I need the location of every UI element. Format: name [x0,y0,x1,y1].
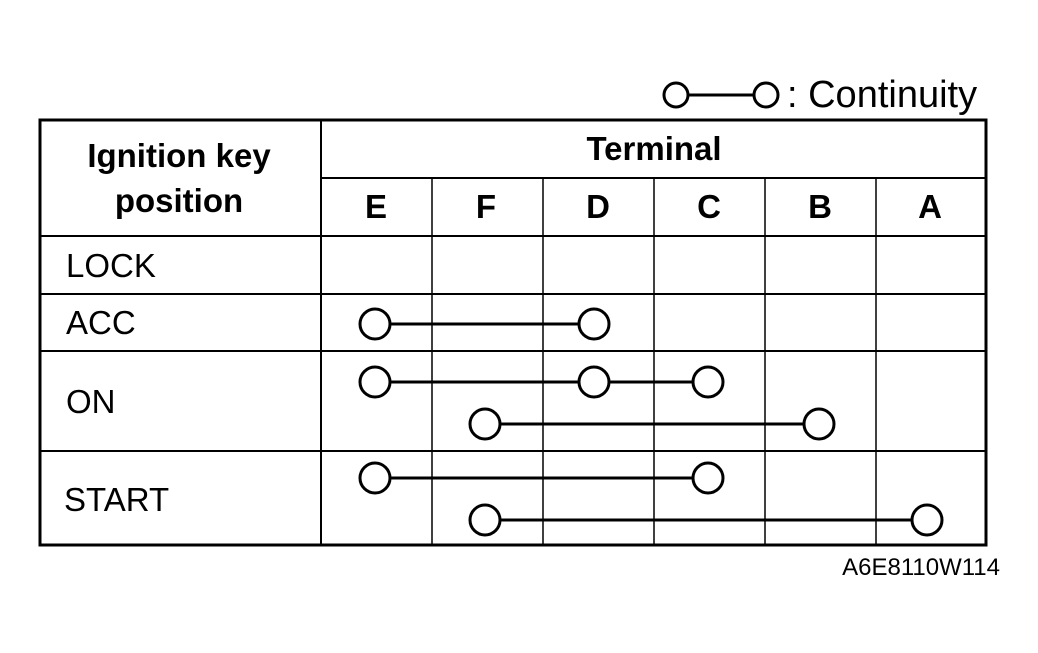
row-header-line-1: Ignition key [87,137,271,174]
row-header-line-2: position [115,182,243,219]
terminal-header-e: E [365,188,387,225]
position-label-acc: ACC [66,304,136,341]
terminal-node-d [577,307,611,341]
position-label-start: START [64,481,169,518]
terminal-node-c [691,365,725,399]
continuity-legend-icon [662,81,780,109]
terminal-node-f [468,503,502,537]
terminal-node-d [577,365,611,399]
terminal-group-header: Terminal [586,130,721,167]
terminal-header-b: B [808,188,832,225]
position-label-on: ON [66,383,116,420]
terminal-node-e [358,307,392,341]
legend: : Continuity [662,74,977,116]
figure-code: A6E8110W114 [842,554,1000,581]
terminal-node-e [358,365,392,399]
terminal-node-c [691,461,725,495]
terminal-header-d: D [586,188,610,225]
continuity-on-fb [468,407,836,441]
legend-label: : Continuity [787,74,977,116]
table-grid [38,118,988,547]
terminal-header-a: A [918,188,942,225]
continuity-start-fa [468,503,944,537]
terminal-node-e [358,461,392,495]
terminal-header-f: F [476,188,496,225]
position-label-lock: LOCK [66,247,156,284]
continuity-acc-ed [358,307,611,341]
terminal-node-f [468,407,502,441]
terminal-header-c: C [697,188,721,225]
terminal-node-a [910,503,944,537]
continuity-on-edc [358,365,725,399]
terminal-node-b [802,407,836,441]
continuity-connections [358,307,944,537]
continuity-start-ec [358,461,725,495]
